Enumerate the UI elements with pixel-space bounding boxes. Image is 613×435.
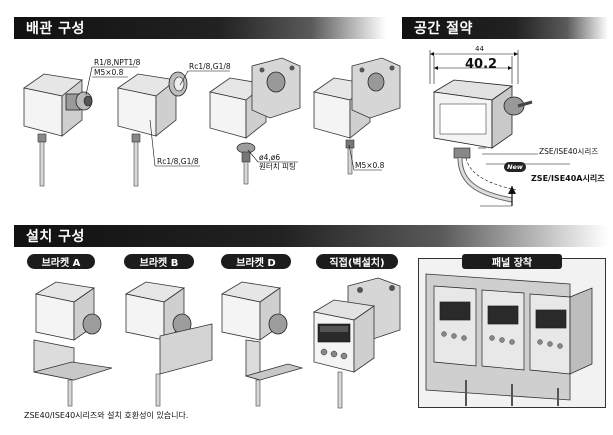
dim-width-body: 40.2 bbox=[465, 57, 498, 72]
mounting-section-title: 설치 구성 bbox=[26, 229, 85, 245]
label-m5-thread-a: M5×0.8 bbox=[94, 68, 124, 77]
space-saving-section-title: 공간 절약 bbox=[414, 21, 473, 37]
label-r18-npt18: R1/8,NPT1/8 bbox=[94, 58, 141, 67]
piping-sensor-1 bbox=[23, 73, 93, 187]
piping-sensor-3 bbox=[209, 57, 301, 185]
piping-sensor-4 bbox=[313, 57, 401, 175]
panel-mount-drawing bbox=[425, 273, 593, 406]
label-series-new: ZSE/ISE40A시리즈 bbox=[531, 174, 605, 183]
piping-section-title: 배관 구성 bbox=[26, 21, 85, 37]
label-m5-thread-b: M5×0.8 bbox=[355, 161, 385, 170]
bracket-d-drawing bbox=[220, 281, 304, 407]
label-series-old: ZSE/ISE40시리즈 bbox=[539, 147, 599, 156]
compatibility-note: ZSE40/ISE40시리즈와 설치 호환성이 있습니다. bbox=[24, 411, 189, 420]
bracket-b-drawing bbox=[124, 281, 213, 407]
bracket-b-title: 브라켓 B bbox=[124, 254, 194, 269]
direct-mount-title: 직접(벽설치) bbox=[316, 254, 398, 269]
piping-section-header: 배관 구성 bbox=[14, 17, 386, 39]
bracket-a-title: 브라켓 A bbox=[27, 254, 95, 269]
bracket-d-title: 브라켓 D bbox=[221, 254, 291, 269]
space-saving-section-header: 공간 절약 bbox=[402, 17, 608, 39]
panel-mount-title: 패널 장착 bbox=[462, 254, 562, 269]
direct-mount-drawing bbox=[312, 277, 401, 409]
label-one-touch-fitting: 원터치 피팅 bbox=[259, 162, 296, 171]
space-saving-drawing bbox=[429, 50, 570, 207]
label-rc18-g18-bottom: Rc1/8,G1/8 bbox=[157, 157, 199, 166]
bracket-a-drawing bbox=[33, 281, 113, 407]
label-one-touch-size: ø4,ø6 bbox=[259, 153, 281, 162]
piping-sensor-2 bbox=[117, 71, 188, 187]
dim-width-total: 44 bbox=[475, 45, 484, 53]
mounting-section-header: 설치 구성 bbox=[14, 225, 608, 247]
new-badge: New bbox=[504, 162, 526, 172]
label-rc18-g18-top: Rc1/8,G1/8 bbox=[189, 62, 231, 71]
